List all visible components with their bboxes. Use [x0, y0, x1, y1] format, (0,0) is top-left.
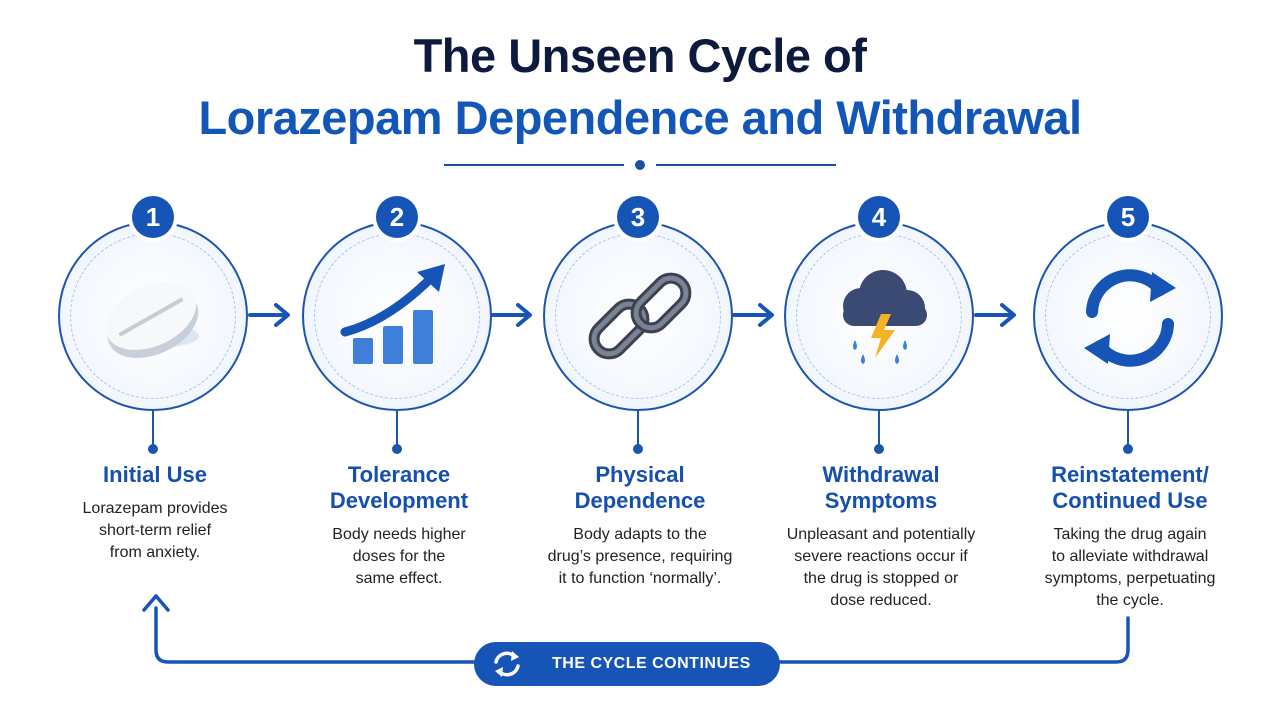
step-5-circle — [1033, 221, 1223, 411]
step-connector-arrow — [248, 303, 290, 327]
step-3-circle — [543, 221, 733, 411]
step-1-number-badge: 1 — [132, 196, 174, 238]
title-line-2: Lorazepam Dependence and Withdrawal — [198, 91, 1082, 144]
pill-icon — [105, 282, 199, 358]
step-3-description: Body adapts to the drug’s presence, requ… — [547, 526, 733, 587]
step-4-title: Withdrawal Symptoms — [822, 462, 940, 513]
step-4-description: Unpleasant and potentially severe reacti… — [786, 526, 976, 609]
step-2-description: Body needs higher doses for the same eff… — [332, 526, 466, 587]
step-2-title: Tolerance Development — [329, 462, 469, 513]
title-divider-right — [656, 164, 836, 166]
title-divider-dot — [635, 160, 645, 170]
storm-cloud-icon — [843, 270, 927, 364]
title-line-1: The Unseen Cycle of — [413, 29, 867, 82]
step-1: 1 Initial Use Lorazepam provides short-t… — [35, 190, 275, 610]
step-2: 2 Tolerance Development Body needs highe… — [279, 190, 519, 610]
step-4-number-badge: 4 — [858, 196, 900, 238]
chain-link-icon — [588, 272, 692, 360]
step-1-circle — [58, 221, 248, 411]
cycle-continues-banner: THE CYCLE CONTINUES — [474, 642, 780, 686]
step-4: 4 Withdrawal Symptoms Unpleasant and pot… — [761, 190, 1001, 610]
step-2-circle — [302, 221, 492, 411]
cycle-arrows-icon — [1084, 269, 1176, 367]
step-5-description: Taking the drug again to alleviate withd… — [1044, 526, 1216, 609]
cycle-continues-label: THE CYCLE CONTINUES — [552, 655, 751, 672]
step-connector-arrow — [490, 303, 532, 327]
step-3-number-badge: 3 — [617, 196, 659, 238]
step-3-title: Physical Dependence — [574, 462, 706, 513]
step-5: 5 Reinstatement/ Continued Use Taking th… — [1010, 190, 1250, 610]
step-1-title: Initial Use — [103, 462, 207, 487]
step-connector-arrow — [732, 303, 774, 327]
step-2-number-badge: 2 — [376, 196, 418, 238]
title-divider-left — [444, 164, 624, 166]
step-1-description: Lorazepam provides short-term relief fro… — [82, 500, 228, 561]
step-connector-arrow — [974, 303, 1016, 327]
refresh-icon — [494, 651, 520, 677]
step-5-title: Reinstatement/ Continued Use — [1051, 462, 1209, 513]
step-3: 3 Physical Dependence Body adapts to the… — [520, 190, 760, 610]
step-5-number-badge: 5 — [1107, 196, 1149, 238]
step-4-circle — [784, 221, 974, 411]
rising-chart-icon — [340, 264, 445, 364]
